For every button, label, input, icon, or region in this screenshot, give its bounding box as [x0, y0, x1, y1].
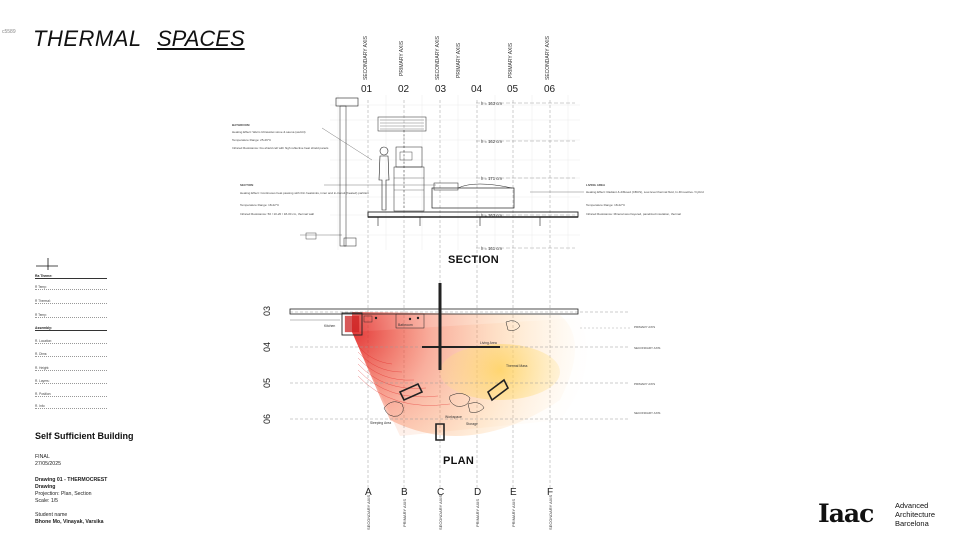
legend-row-7: R. Dims: — [35, 352, 107, 357]
level-3: h = 171 cm — [481, 176, 502, 181]
plan-label-sleeping: Sleeping Area — [370, 421, 391, 425]
axis-bottom-label-E: PRIMARY AXIS — [511, 498, 516, 527]
legend-row-9: R. Layers: — [35, 379, 107, 384]
section-note-lm-3: Infrared Resistance: 50 / 10-20 / 18-30 … — [240, 212, 314, 216]
section-note-r-title: LIVING AREA — [586, 183, 606, 187]
level-5: h = 161 cm — [481, 246, 502, 251]
plan-drawing — [289, 283, 579, 441]
plan-row-03: 03 — [262, 305, 273, 317]
iaac-logo: Iaac — [818, 499, 874, 528]
drawing-title: Drawing 01 - THERMOCREST — [35, 477, 108, 483]
legend-row-10: R. Position: — [35, 392, 107, 397]
axis-number-01: 01 — [361, 84, 373, 95]
student-names: Bhone Mo, Vinayak, Varsika — [35, 519, 104, 525]
axis-letter-C: C — [437, 487, 445, 498]
legend-row-8: R. Height: — [35, 366, 107, 371]
axis-bottom-label-D: PRIMARY AXIS — [475, 498, 480, 527]
plan-view-label: PLAN — [443, 455, 475, 467]
section-note-lm-title: SECTION — [240, 183, 254, 187]
page-title: THERMAL — [33, 26, 142, 51]
plan-right-axis-1: PRIMARY AXIS — [634, 325, 655, 329]
section-drawing — [300, 97, 579, 247]
section-note-lt-1: Heating Effect: Warm Ultraviolet stove &… — [232, 130, 306, 134]
section-note-lt-3: Infrared Resistance: bio-shield cell wit… — [232, 146, 329, 150]
axis-letter-D: D — [474, 487, 482, 498]
drawing-label: Drawing — [35, 484, 56, 490]
plan-right-axis-3: PRIMARY AXIS — [634, 382, 655, 386]
axis-number-05: 05 — [507, 84, 519, 95]
plan-heat-field — [352, 312, 587, 436]
projection-text: Projection: Plan, Section — [35, 491, 92, 497]
legend-row-5: Assembly: — [35, 326, 107, 331]
section-view-label: SECTION — [448, 254, 499, 266]
level-4: h = 163 cm — [481, 213, 502, 218]
section-levels: h = 163 cm h = 162 cm h = 171 cm h = 163… — [481, 101, 502, 251]
axis-bottom-label-A: SECONDARY AXIS — [366, 494, 371, 530]
level-1: h = 163 cm — [481, 101, 502, 106]
section-note-r-1: Heating Effect: Radiant & diffused (CBUS… — [586, 190, 704, 194]
section-note-r-3: Infrared Resistance: Mineral wool layere… — [586, 212, 681, 216]
project-title: Self Sufficient Building — [35, 431, 134, 441]
axis-number-04: 04 — [471, 84, 483, 95]
axis-letter-E: E — [510, 487, 517, 498]
legend-crosshair — [36, 258, 58, 270]
section-note-lt-title: BATHROOM — [232, 123, 250, 127]
plan-row-04: 04 — [262, 341, 273, 353]
axis-number-02: 02 — [398, 84, 410, 95]
axis-bottom-label-B: PRIMARY AXIS — [402, 498, 407, 527]
axis-number-06: 06 — [544, 84, 556, 95]
legend-row-1: Ra Theme: — [35, 274, 107, 279]
axis-letter-A: A — [365, 487, 372, 498]
plan-right-axis-4: SECONDARY AXIS — [634, 411, 660, 415]
plan-row-05: 05 — [262, 377, 273, 389]
logo-line-3: Barcelona — [895, 519, 929, 528]
axis-letter-F: F — [547, 487, 554, 498]
plan-label-bathroom: Bathroom — [398, 323, 413, 327]
logo-line-2: Architecture — [895, 510, 936, 519]
plan-label-living: Living Area — [480, 341, 497, 345]
plan-label-thermal: Thermal Mass — [506, 364, 528, 368]
legend-row-3: R Thermal: — [35, 299, 107, 304]
student-label: Student name — [35, 512, 68, 518]
plan-label-workspace: Workspace — [445, 415, 462, 419]
legend-row-2: R Temp: — [35, 285, 107, 290]
page-id: c5589 — [2, 29, 16, 35]
status-text: FINAL — [35, 454, 50, 460]
legend-row-6: R. Location: — [35, 339, 107, 344]
date-text: 27/05/2025 — [35, 461, 61, 467]
section-note-r-2: Temperature Range: 18-22°C — [586, 203, 626, 207]
level-2: h = 162 cm — [481, 139, 502, 144]
legend-row-4: R Temp: — [35, 313, 107, 318]
section-note-lt-2: Temperature Range: 25-29°C — [232, 138, 272, 142]
plan-right-axis-2: SECONDARY AXIS — [634, 346, 660, 350]
plan-label-storage: Storage — [466, 422, 478, 426]
scale-text: Scale: 1/5 — [35, 498, 59, 504]
page-title-spaces: SPACES — [157, 26, 245, 51]
legend-row-11: R. Info: — [35, 404, 107, 409]
axis-bottom-label-C: SECONDARY AXIS — [438, 494, 443, 530]
section-note-lm-1: Heating Effect: Continuous heat passing … — [240, 191, 369, 195]
section-note-lm-2: Temperature Range: 18-22°C — [240, 203, 280, 207]
plan-row-06: 06 — [262, 413, 273, 425]
plan-label-kitchen: Kitchen — [324, 324, 335, 328]
axis-number-03: 03 — [435, 84, 447, 95]
axis-bottom-label-F: SECONDARY AXIS — [548, 494, 553, 530]
axis-letter-B: B — [401, 487, 408, 498]
logo-line-1: Advanced — [895, 501, 929, 510]
